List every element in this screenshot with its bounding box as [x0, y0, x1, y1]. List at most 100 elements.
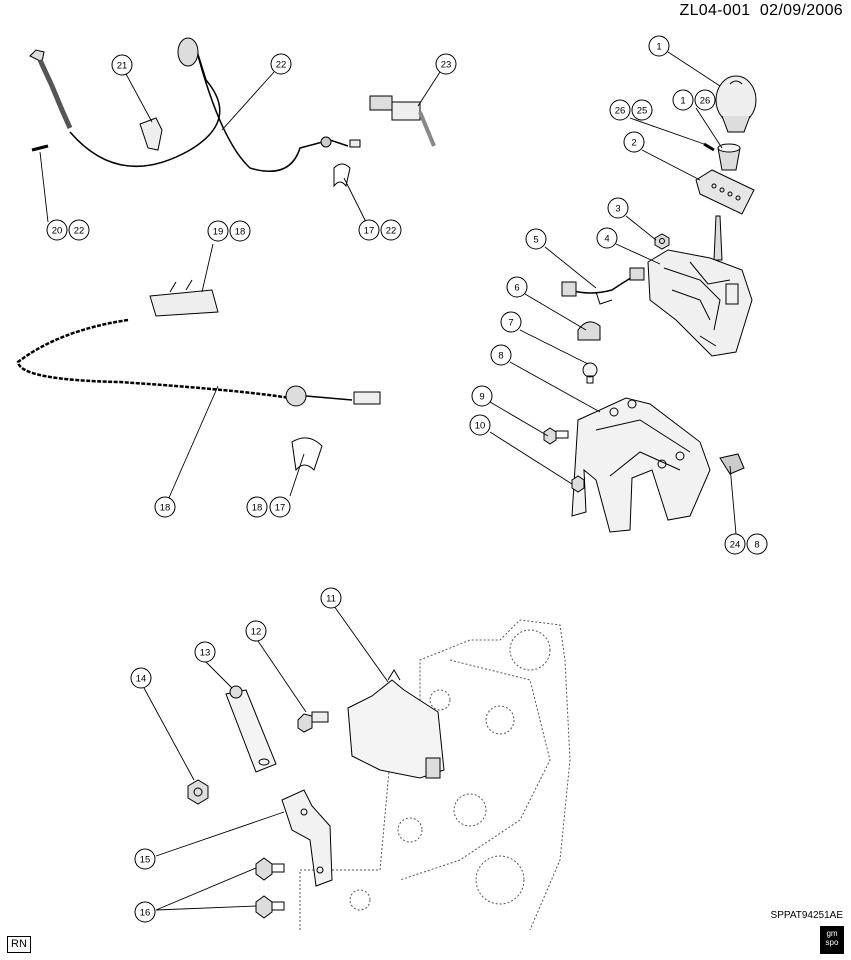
callout-label: 26	[615, 106, 626, 117]
callout-label: 9	[479, 392, 484, 403]
callout-label: 2	[631, 138, 636, 149]
part-nut-14	[187, 779, 209, 805]
part-shifter-bracket	[571, 397, 711, 533]
callout-label: 18	[160, 503, 171, 514]
callout-label: 22	[276, 60, 287, 71]
callout-18-tertiary: 18	[246, 496, 268, 518]
callout-18: 18	[229, 220, 251, 242]
callout-5: 5	[525, 228, 547, 250]
part-indicator-bezel	[695, 169, 755, 215]
callout-label: 12	[251, 627, 262, 638]
callout-22: 22	[270, 53, 292, 75]
part-nut-3	[654, 233, 670, 250]
callout-23: 23	[435, 53, 457, 75]
callout-label: 19	[213, 227, 224, 238]
callout-label: 11	[326, 594, 336, 605]
callout-22-secondary: 22	[68, 219, 90, 241]
logo-top-text: gm	[826, 929, 838, 938]
part-range-switch	[347, 669, 445, 779]
part-cable-bracket-15	[281, 789, 333, 887]
callout-18-secondary: 18	[154, 496, 176, 518]
callout-label: 20	[52, 226, 63, 237]
callout-9: 9	[471, 385, 493, 407]
callout-label: 1	[656, 42, 661, 53]
part-cable-end-assembly	[369, 95, 436, 147]
callout-label: 17	[364, 226, 375, 237]
part-bolt-12	[297, 711, 329, 733]
callout-1: 1	[648, 35, 670, 57]
callout-label: 22	[74, 226, 85, 237]
part-bolt-16-upper	[255, 857, 285, 881]
callout-label: 5	[533, 235, 538, 246]
callout-label: 18	[252, 503, 263, 514]
diagram-code: ZL04-001	[679, 2, 751, 19]
callout-22-tertiary: 22	[380, 219, 402, 241]
part-knob-pin	[703, 142, 715, 152]
callout-2: 2	[623, 131, 645, 153]
part-bolt-16-lower	[255, 895, 285, 919]
callout-24: 24	[724, 533, 746, 555]
callout-label: 7	[508, 318, 513, 329]
part-transmission-case	[299, 619, 571, 931]
part-cable-clip-lower	[291, 437, 323, 472]
part-shifter-assembly	[647, 215, 753, 357]
callout-8-secondary: 8	[746, 533, 768, 555]
callout-26: 26	[609, 99, 631, 121]
callout-label: 15	[140, 855, 151, 866]
gm-spo-logo: gm spo	[820, 926, 844, 954]
callout-label: 16	[140, 908, 151, 919]
callout-4: 4	[596, 227, 618, 249]
callout-12: 12	[245, 620, 267, 642]
callout-21: 21	[111, 54, 133, 76]
callout-3: 3	[607, 197, 629, 219]
callout-label: 26	[700, 96, 711, 107]
diagram-date: 02/09/2006	[759, 2, 843, 19]
part-wiring-harness	[561, 267, 645, 305]
callout-label: 17	[275, 503, 286, 514]
callout-17-secondary: 17	[269, 496, 291, 518]
leader-lines	[39, 51, 737, 911]
callout-10: 10	[469, 414, 491, 436]
callout-label: 21	[117, 61, 128, 72]
callout-label: 18	[235, 227, 246, 238]
callout-label: 6	[514, 283, 519, 294]
part-bulb-socket	[577, 321, 601, 341]
callout-25: 25	[631, 99, 653, 121]
callout-26-secondary: 26	[694, 89, 716, 111]
callout-15: 15	[134, 848, 156, 870]
callout-14: 14	[130, 667, 152, 689]
callout-20: 20	[46, 219, 68, 241]
part-cable-clip-upper	[333, 163, 351, 188]
part-cable-bushing	[139, 117, 163, 151]
callout-label: 13	[200, 648, 211, 659]
part-clip-24	[719, 453, 745, 475]
callout-label: 23	[441, 60, 452, 71]
rn-label: RN	[7, 936, 31, 953]
callout-label: 25	[637, 106, 648, 117]
callout-13: 13	[194, 641, 216, 663]
part-manual-shift-lever	[225, 685, 277, 773]
callout-label: 3	[615, 204, 620, 215]
callout-16: 16	[134, 901, 156, 923]
logo-bottom-text: spo	[825, 938, 839, 947]
callout-6: 6	[506, 276, 528, 298]
diagram-id-date: ZL04-001 02/09/2006	[680, 2, 843, 20]
callout-17: 17	[358, 219, 380, 241]
part-knob-cap	[717, 143, 741, 171]
callout-7: 7	[500, 311, 522, 333]
part-nut-10	[571, 475, 585, 493]
callout-label: 1	[680, 96, 685, 107]
callout-19: 19	[207, 220, 229, 242]
figure-code: SPPAT94251AE	[770, 910, 843, 921]
callout-label: 10	[475, 421, 486, 432]
callout-label: 14	[136, 674, 147, 685]
callout-label: 4	[604, 234, 609, 245]
part-retaining-pin	[31, 144, 49, 152]
callout-8: 8	[490, 344, 512, 366]
callout-1-secondary: 1	[672, 89, 694, 111]
part-shift-knob	[715, 75, 757, 133]
callout-label: 8	[754, 540, 759, 551]
callout-label: 8	[498, 351, 503, 362]
callout-11: 11	[320, 587, 342, 609]
